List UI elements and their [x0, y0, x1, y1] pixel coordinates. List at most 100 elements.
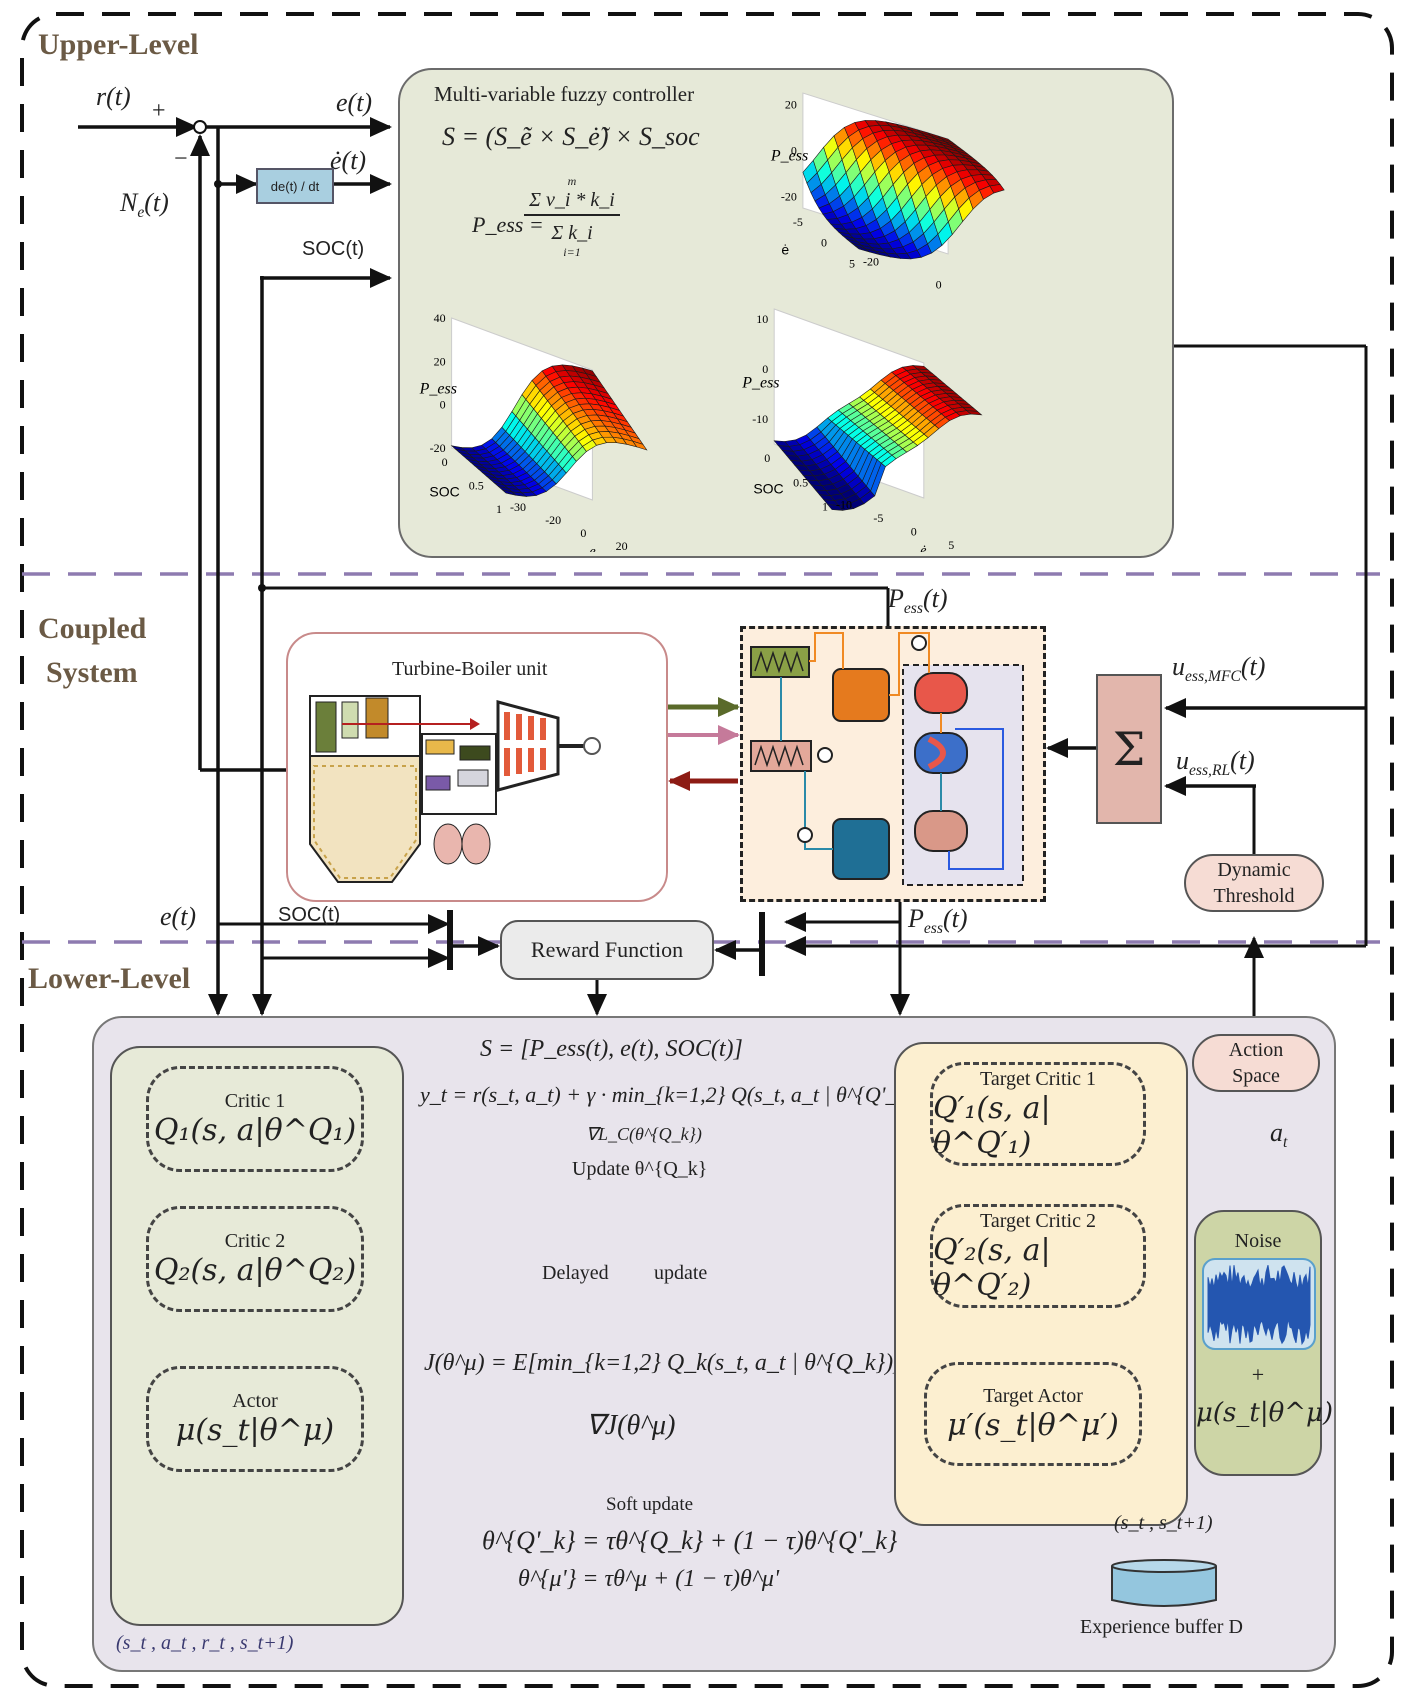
soft-update-label: Soft update: [606, 1494, 694, 1515]
z-tick-label: 0: [440, 398, 446, 412]
transition-tuple-label: (s_t , a_t , r_t , s_t+1): [116, 1632, 294, 1654]
pess-equation-lhs: P_ess =: [472, 212, 544, 237]
noise-signal-icon: [1202, 1258, 1316, 1350]
molten-salt-storage-system: [740, 626, 1046, 902]
boiler-turbine-schematic: [309, 695, 601, 883]
x-axis-label: SOC: [753, 480, 783, 496]
u-mfc-label: uess,MFC(t): [1172, 652, 1266, 686]
y-tick-label: 0: [911, 525, 917, 539]
pess-feedback-label: Pess(t): [908, 904, 968, 938]
z-axis-label: P_ess: [419, 381, 457, 398]
x-tick-label: 0: [764, 451, 770, 465]
fuzzy-controller-panel: Multi-variable fuzzy controller S = (S_ẽ…: [398, 68, 1174, 558]
exploration-noise-block: Noise + μ(s_t|θ^μ): [1194, 1210, 1334, 1476]
level-label-coupled-2: System: [46, 656, 138, 689]
reference-signal-label: r(t): [96, 82, 131, 111]
actor-objective-equation: J(θ^μ) = E[min_{k=1,2} Q_k(s_t, a_t | θ^…: [424, 1350, 903, 1376]
z-tick-label: -20: [430, 441, 446, 455]
surface-patch: [965, 410, 983, 416]
target-value-equation: y_t = r(s_t, a_t) + γ · min_{k=1,2} Q(s_…: [420, 1082, 923, 1107]
fuzzy-controller-title: Multi-variable fuzzy controller: [434, 82, 695, 106]
minus-sign: −: [174, 146, 188, 172]
y-tick-label: -30: [510, 500, 526, 514]
pess-equation-fraction: m Σ v_i * k_i Σ k_i i=1: [524, 174, 620, 260]
z-tick-label: 20: [434, 354, 446, 368]
x-tick-label: 1: [496, 502, 502, 516]
turbine-boiler-unit: Turbine-Boiler unit: [286, 632, 668, 902]
outer-frame: [20, 12, 1394, 1688]
z-tick-label: -10: [752, 412, 768, 426]
surface-patch: [632, 440, 648, 451]
target-critic-1-block: Target Critic 1 Q′₁(s, a|θ^Q′₁): [930, 1062, 1146, 1166]
u-rl-label: uess,RL(t): [1176, 746, 1255, 780]
ne-signal-label: Ne(t): [120, 188, 169, 222]
noise-title: Noise: [1234, 1230, 1282, 1252]
actor-gradient: ∇J(θ^μ): [586, 1410, 676, 1441]
surface-mesh: [450, 364, 648, 497]
pess-output-label: Pess(t): [888, 584, 948, 618]
z-tick-label: 0: [791, 144, 797, 158]
soc-lower-label: SOC(t): [278, 904, 341, 926]
summing-junction: [193, 120, 207, 134]
error-derivative-label: ė(t): [330, 146, 367, 175]
y-tick-label: 20: [616, 539, 628, 552]
state-equation: S = [P_ess(t), e(t), SOC(t)]: [480, 1036, 743, 1062]
reward-function-block: Reward Function: [500, 920, 714, 980]
z-axis-label: P_ess: [770, 147, 808, 164]
target-actor-block: Target Actor μ′(s_t|θ^μ′): [924, 1362, 1142, 1466]
surface-mesh: [802, 120, 1005, 260]
x-tick-label: 0.5: [469, 478, 484, 492]
z-tick-label: 10: [756, 312, 768, 326]
z-tick-label: 20: [785, 98, 797, 112]
surface-mesh: [773, 365, 983, 511]
action-space-block: Action Space: [1192, 1034, 1320, 1092]
z-tick-label: -20: [781, 190, 797, 204]
mses-schematic: [750, 632, 1024, 886]
soc-signal-label: SOC(t): [302, 238, 365, 260]
level-label-upper: Upper-Level: [38, 28, 199, 61]
pess-numerator: Σ v_i * k_i: [524, 189, 620, 216]
x-tick-label: -5: [793, 215, 803, 229]
y-tick-label: 0: [936, 277, 942, 291]
x-tick-label: 0: [442, 455, 448, 469]
experience-buffer-label: Experience buffer D: [1080, 1616, 1243, 1638]
experience-buffer-icon: [1111, 1559, 1217, 1607]
x-tick-label: 1: [822, 500, 828, 514]
critic-loss-gradient: ∇L_C(θ^{Q_k}): [586, 1124, 702, 1144]
critic-2-block: Critic 2 Q₂(s, a|θ^Q₂): [146, 1206, 364, 1312]
soft-update-critic-eq: θ^{Q'_k} = τθ^{Q_k} + (1 − τ)θ^{Q'_k}: [482, 1526, 898, 1555]
x-tick-label: 0.5: [793, 475, 808, 489]
level-label-coupled-1: Coupled: [38, 612, 147, 645]
turbine-boiler-title: Turbine-Boiler unit: [392, 658, 548, 680]
state-pair-label: (s_t , s_t+1): [1114, 1512, 1213, 1534]
rule-set-equation: S = (S_ẽ × S_ė̃) × S_soc: [442, 122, 700, 151]
policy-output-eq: μ(s_t|θ^μ): [1196, 1398, 1334, 1428]
y-tick-label: -20: [545, 513, 561, 527]
critic-update-label: Update θ^{Q_k}: [572, 1158, 708, 1180]
summation-block: Σ: [1096, 674, 1162, 824]
surface-patch: [989, 184, 1005, 194]
y-axis-label: ė: [920, 543, 926, 552]
z-axis-label: P_ess: [741, 374, 779, 391]
y-tick-label: -10: [836, 498, 852, 512]
x-axis-label: SOC: [429, 484, 459, 500]
y-tick-label: 5: [948, 538, 954, 552]
soft-update-actor-eq: θ^{μ'} = τθ^μ + (1 − τ)θ^μ': [518, 1566, 780, 1592]
x-tick-label: 0: [821, 236, 827, 250]
level-label-lower: Lower-Level: [28, 962, 191, 995]
plus-sign: +: [152, 98, 166, 124]
error-lower-label: e(t): [160, 902, 197, 931]
y-tick-label: -20: [863, 254, 879, 268]
z-tick-label: 0: [762, 362, 768, 376]
derivative-block: de(t) / dt: [256, 168, 334, 204]
target-critic-2-block: Target Critic 2 Q′₂(s, a|θ^Q′₂): [930, 1204, 1146, 1308]
pess-denominator: Σ k_i: [551, 222, 593, 244]
critic-1-block: Critic 1 Q₁(s, a|θ^Q₁): [146, 1066, 364, 1172]
y-axis-label: e: [945, 296, 951, 300]
actor-block: Actor μ(s_t|θ^μ): [146, 1366, 364, 1472]
noise-plus-sign: +: [1251, 1362, 1265, 1387]
